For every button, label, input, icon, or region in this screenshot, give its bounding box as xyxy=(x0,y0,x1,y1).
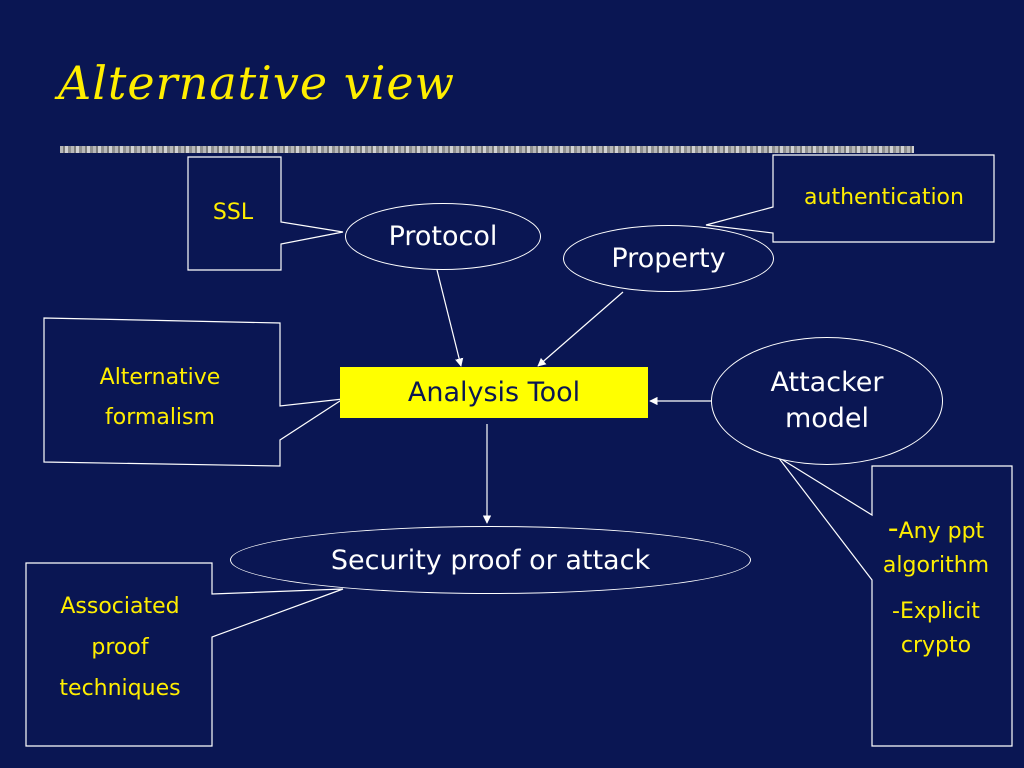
security-proof-label: Security proof or attack xyxy=(330,544,651,576)
attacker-label-line2: model xyxy=(784,403,870,434)
associated-proof-callout-shape xyxy=(25,562,344,747)
analysis-tool-label: Analysis Tool xyxy=(407,377,581,408)
attacker-callout-shape xyxy=(777,456,1013,747)
ssl-callout-text: SSL xyxy=(212,200,254,225)
security-proof-node: Security proof or attack xyxy=(230,526,751,594)
property-node: Property xyxy=(563,225,774,292)
attacker-callout-text: -Any ppt algorithm -Explicit crypto xyxy=(882,511,990,659)
protocol-node: Protocol xyxy=(345,203,541,270)
attacker-label-line1: Attacker xyxy=(770,367,884,398)
protocol-to-tool-arrow xyxy=(436,269,464,367)
ssl-callout-shape xyxy=(187,156,344,271)
slide-title: Alternative view xyxy=(58,56,456,110)
alternative-formalism-callout-shape xyxy=(43,317,344,467)
alternative-formalism-callout-text: Alternative formalism xyxy=(99,365,221,430)
attacker-model-node: Attacker model xyxy=(711,337,943,465)
property-to-tool-arrow xyxy=(537,291,624,367)
title-divider xyxy=(60,146,914,153)
authentication-callout-shape xyxy=(705,154,995,243)
property-label: Property xyxy=(611,243,726,274)
authentication-callout-text: authentication xyxy=(804,185,964,210)
protocol-label: Protocol xyxy=(388,221,498,252)
analysis-tool-box: Analysis Tool xyxy=(340,367,648,418)
associated-proof-callout-text: Associated proof techniques xyxy=(59,594,181,701)
